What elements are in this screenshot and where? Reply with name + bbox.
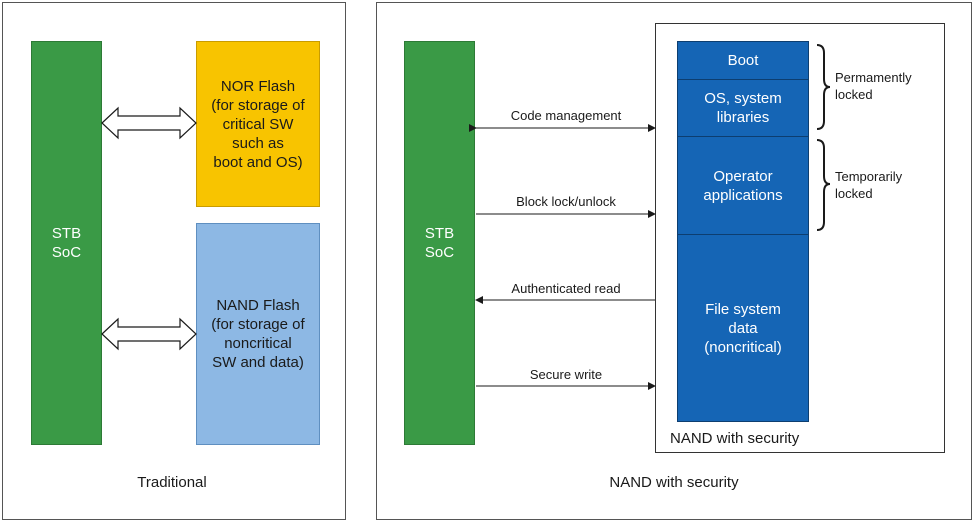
arrow-label-block-lock: Block lock/unlock <box>516 194 616 209</box>
stb-soc-label-traditional: STB SoC <box>51 225 82 261</box>
double-arrow-soc-nand <box>101 317 197 351</box>
nand-container-label: NAND with security <box>670 430 800 447</box>
arrow-label-code-management: Code management <box>510 108 622 123</box>
brace-permanent <box>816 44 831 130</box>
nand-block-os: OS, system libraries <box>678 80 808 137</box>
secure-caption: NAND with security <box>609 474 739 491</box>
arrow-label-authenticated-read: Authenticated read <box>511 281 621 296</box>
nand-block-operator-apps: Operator applications <box>678 137 808 235</box>
nand-flash-label: NAND Flash (for storage of noncritical S… <box>211 297 305 371</box>
nand-block-file-system: File system data (noncritical) <box>704 300 782 356</box>
nor-flash-block: NOR Flash (for storage of critical SW su… <box>196 41 320 207</box>
stb-soc-label-secure: STB SoC <box>424 225 455 261</box>
nor-flash-label: NOR Flash (for storage of critical SW su… <box>211 77 305 171</box>
stb-soc-block-secure: STB SoC <box>404 41 475 445</box>
brace-label-temporary: Temporarily locked <box>835 169 903 201</box>
brace-temporary <box>816 139 831 231</box>
stb-soc-block-traditional: STB SoC <box>31 41 102 445</box>
nand-flash-block: NAND Flash (for storage of noncritical S… <box>196 223 320 445</box>
nand-security-stack: Boot OS, system libraries Operator appli… <box>677 41 809 422</box>
double-arrow-soc-nor <box>101 106 197 140</box>
nand-block-boot: Boot <box>678 42 808 80</box>
brace-label-permanent: Permamently locked <box>835 70 912 102</box>
arrow-label-secure-write: Secure write <box>529 367 603 382</box>
traditional-caption: Traditional <box>137 474 207 491</box>
